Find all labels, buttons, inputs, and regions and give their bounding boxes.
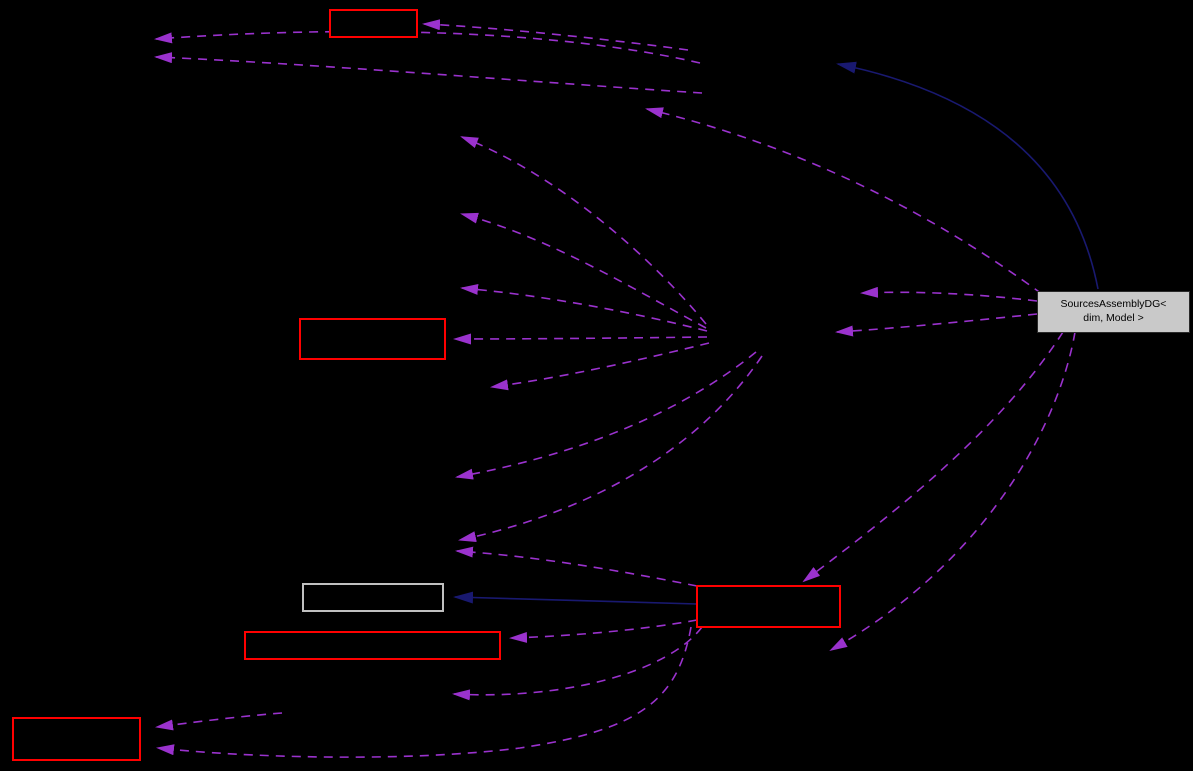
edge-to-topleft-2 [154,52,703,94]
edge-to-top-red-node [422,19,689,51]
node-midleft-red[interactable] [299,318,446,360]
edge-inherit-top [836,61,1099,290]
main-node-sources-assembly-dg[interactable]: SourcesAssemblyDG< dim, Model > [1037,291,1190,333]
edge-hub-fan-5 [455,351,757,480]
edge-bottom-hub-to-bottomleft-node [155,712,283,731]
edge-main-to-hub-2 [835,313,1038,337]
edge-main-to-hub-1 [860,286,1038,302]
edge-hub-fan-6 [458,355,763,543]
edge-lower-red-to-bottom-hub [452,626,703,701]
edge-lower-red-to-left-1 [455,546,698,587]
node-lower-red[interactable] [696,585,841,628]
edge-hub-fan-4 [490,342,710,391]
dependency-edges [154,19,1076,758]
edge-main-to-lower-red-node [802,331,1064,583]
graph-nodes [12,9,841,761]
edge-hub-fan-1 [460,136,707,325]
main-node-label-line2: dim, Model > [1083,312,1144,324]
node-top-red[interactable] [329,9,418,38]
edge-main-to-below-lower-red [829,331,1076,651]
edge-lower-red-to-bottomleft-node [156,626,692,758]
edge-hub-to-midleft-red-node [453,333,708,345]
edge-hub-fan-2 [460,212,707,329]
edge-inherit-to-gray-node [453,591,698,605]
node-gray[interactable] [302,583,444,612]
inheritance-edges [453,61,1099,605]
node-wide-red[interactable] [244,631,501,660]
node-bottomleft-red[interactable] [12,717,141,761]
edge-hub-fan-3 [460,283,708,332]
edge-main-to-upper-left [645,107,1043,295]
edge-lower-red-to-wide-red-node [509,619,698,643]
edge-to-topleft-1 [154,30,701,64]
main-node-label-line1: SourcesAssemblyDG< [1060,298,1167,311]
